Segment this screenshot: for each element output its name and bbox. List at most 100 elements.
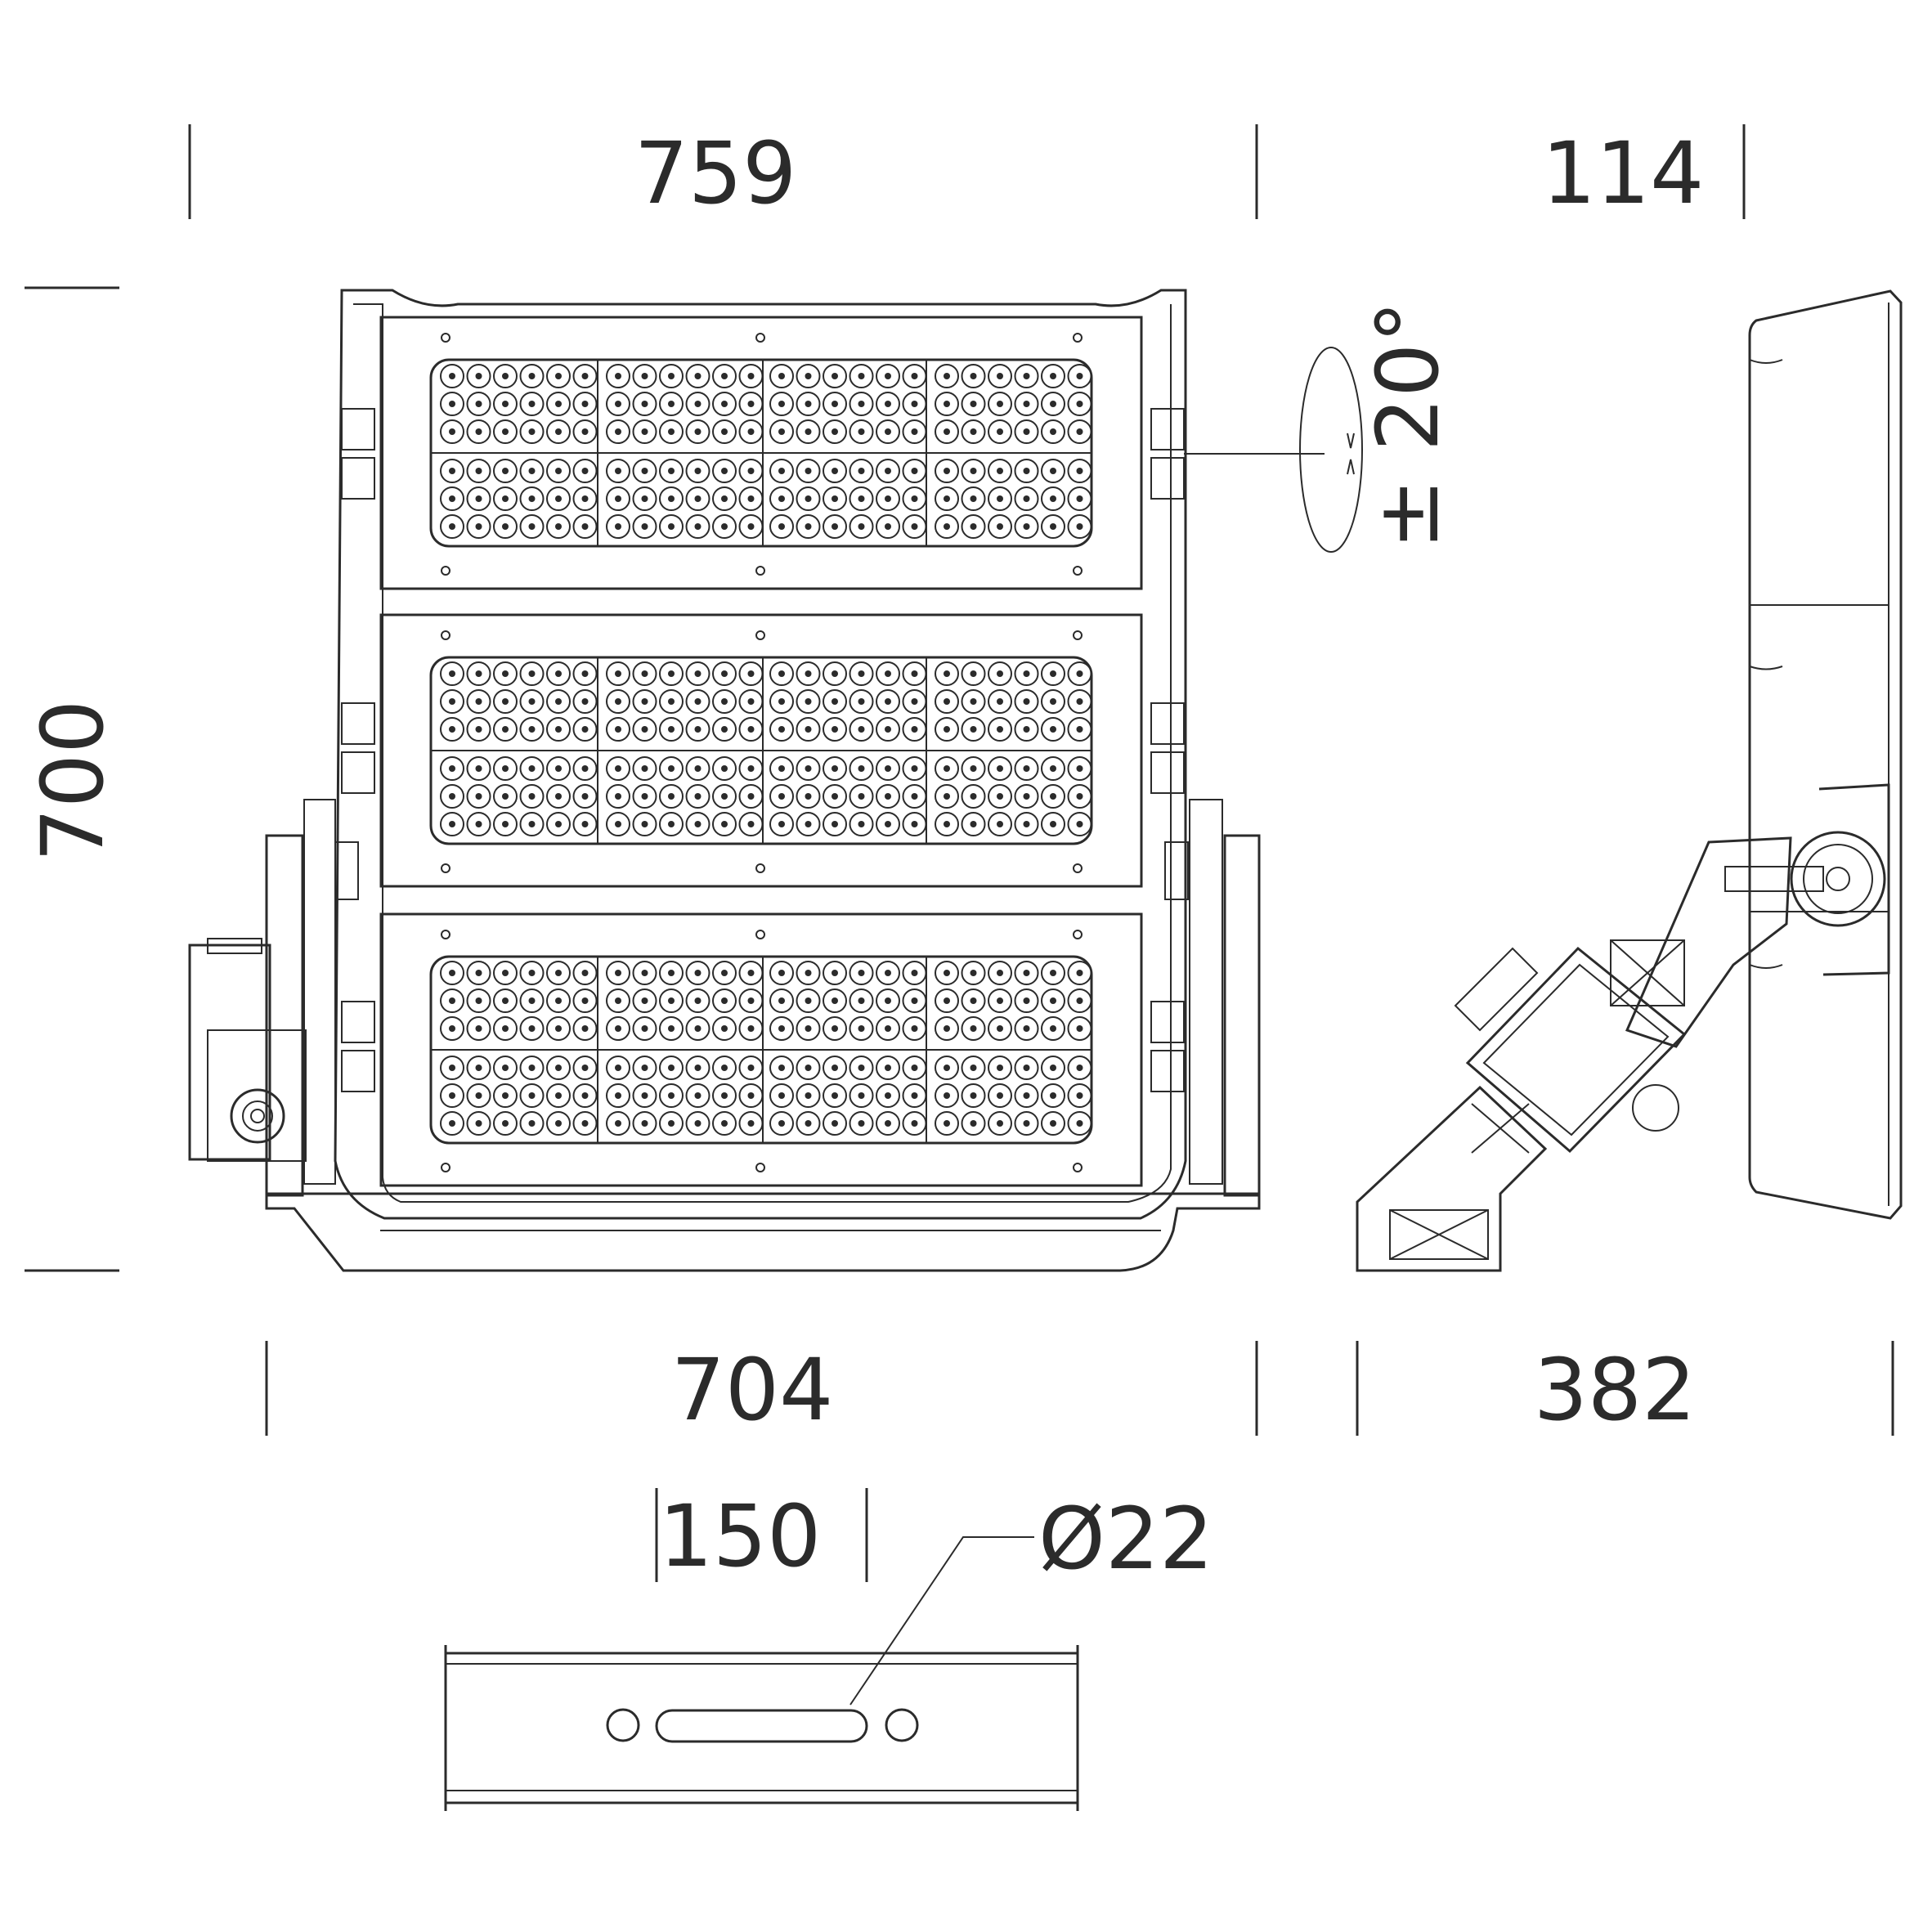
led-chip <box>475 793 482 800</box>
led-chip <box>475 401 482 407</box>
led-chip <box>641 793 648 800</box>
led-chip <box>970 468 977 474</box>
led-chip <box>668 765 675 772</box>
led-chip <box>1023 468 1030 474</box>
led-chip <box>970 670 977 677</box>
led-chip <box>581 698 589 705</box>
led-chip <box>528 765 536 772</box>
led-chip <box>911 970 918 976</box>
led-chip <box>449 970 455 976</box>
led-chip <box>911 698 918 705</box>
led-chip <box>694 698 702 705</box>
led-chip <box>555 401 562 407</box>
led-chip <box>747 428 755 435</box>
mounting-bracket: 150 Ø22 <box>444 1486 1213 1811</box>
led-chip <box>581 793 589 800</box>
led-chip <box>944 765 950 772</box>
led-chip <box>615 793 621 800</box>
led-chip <box>641 670 648 677</box>
led-chip <box>911 1092 918 1099</box>
led-chip <box>778 793 785 800</box>
led-chip <box>449 468 455 474</box>
led-chip <box>747 1120 755 1127</box>
led-chip <box>885 793 891 800</box>
led-chip <box>805 468 812 474</box>
led-chip <box>475 1025 482 1032</box>
led-chip <box>805 970 812 976</box>
led-chip <box>1050 726 1056 733</box>
led-chip <box>911 523 918 530</box>
led-chip <box>858 670 865 677</box>
led-chip <box>778 1065 785 1071</box>
led-chip <box>805 670 812 677</box>
led-chip <box>1050 468 1056 474</box>
led-chip <box>747 495 755 502</box>
led-chip <box>885 428 891 435</box>
led-chip <box>502 698 509 705</box>
led-chip <box>885 997 891 1004</box>
led-chip <box>475 373 482 379</box>
panel-frame <box>379 912 1143 1187</box>
dim-height-label: 700 <box>23 700 123 863</box>
led-chip <box>502 428 509 435</box>
led-chip <box>449 726 455 733</box>
led-chip <box>778 495 785 502</box>
panel-screw <box>755 1163 765 1172</box>
led-chip <box>502 670 509 677</box>
led-chip <box>778 726 785 733</box>
led-chip <box>997 1120 1003 1127</box>
led-chip <box>555 373 562 379</box>
led-chip <box>944 1120 950 1127</box>
led-chip <box>1076 523 1083 530</box>
led-chip <box>997 821 1003 827</box>
led-chip <box>997 670 1003 677</box>
led-chip <box>885 373 891 379</box>
led-chip <box>1076 468 1083 474</box>
led-chip <box>581 1065 589 1071</box>
led-chip <box>858 1025 865 1032</box>
led-chip <box>615 428 621 435</box>
led-chip <box>449 698 455 705</box>
led-chip <box>778 670 785 677</box>
led-chip <box>694 401 702 407</box>
led-chip <box>1023 428 1030 435</box>
led-chip <box>475 495 482 502</box>
led-panel <box>379 912 1143 1187</box>
led-chip <box>694 1092 702 1099</box>
led-chip <box>747 1092 755 1099</box>
side-clips-left <box>334 408 375 1092</box>
led-chip <box>832 997 838 1004</box>
led-chip <box>1050 1025 1056 1032</box>
led-chip <box>911 1120 918 1127</box>
led-chip <box>832 1025 838 1032</box>
led-chip <box>805 495 812 502</box>
led-chip <box>555 1120 562 1127</box>
led-chip <box>911 401 918 407</box>
led-chip <box>615 1120 621 1127</box>
led-chip <box>1023 1065 1030 1071</box>
dim-slot-spacing-label: 150 <box>659 1486 822 1586</box>
led-chip <box>778 523 785 530</box>
led-chip <box>805 1120 812 1127</box>
led-chip <box>970 698 977 705</box>
led-chip <box>1076 726 1083 733</box>
panel-screw <box>441 1163 451 1172</box>
led-chip <box>615 401 621 407</box>
panel-screw <box>441 630 451 640</box>
led-chip <box>997 495 1003 502</box>
led-chip <box>694 670 702 677</box>
led-chip <box>805 1025 812 1032</box>
led-chip <box>641 1065 648 1071</box>
panel-screw <box>755 566 765 576</box>
panel-screw <box>1073 930 1083 939</box>
led-chip <box>1050 698 1056 705</box>
led-chip <box>885 495 891 502</box>
led-chip <box>747 821 755 827</box>
led-chip <box>997 970 1003 976</box>
led-chip <box>555 793 562 800</box>
led-chip <box>805 821 812 827</box>
led-chip <box>832 1065 838 1071</box>
panel-screw <box>441 333 451 343</box>
led-chip <box>449 997 455 1004</box>
led-chip <box>858 997 865 1004</box>
